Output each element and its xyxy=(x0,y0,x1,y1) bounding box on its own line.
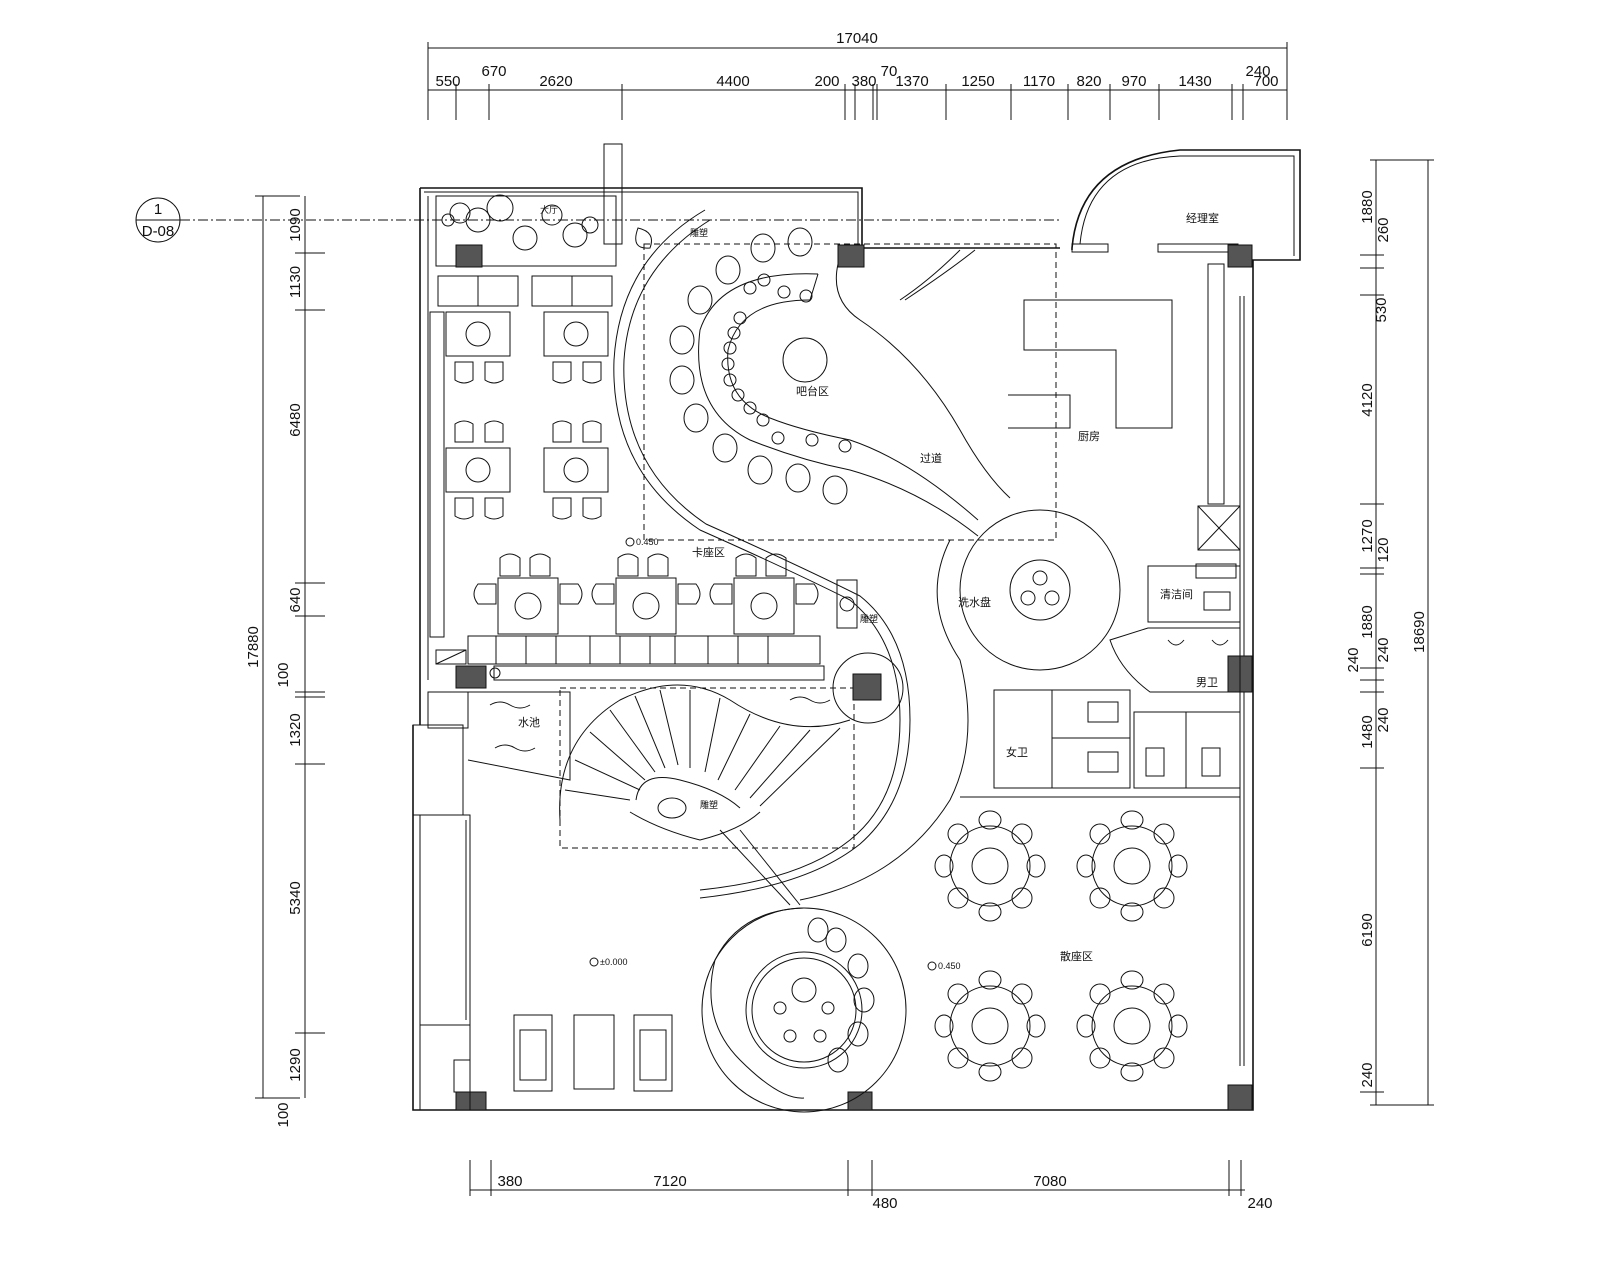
card-area-label: 卡座区 xyxy=(692,545,725,559)
male-wc-label: 男卫 xyxy=(1196,676,1218,689)
right-dimension-chain: 18690 1880 260 530 4120 1270 120 1880 24… xyxy=(1345,159,1434,1106)
office-label: 经理室 xyxy=(1186,211,1219,225)
dim-bottom-480: 480 xyxy=(872,1195,897,1212)
dim-top-1250: 1250 xyxy=(961,73,994,90)
dim-top-1430: 1430 xyxy=(1178,73,1211,90)
dim-left-640: 640 xyxy=(287,587,304,612)
upper-labels: 0.450 卡座区 xyxy=(625,537,725,559)
dim-left-1290: 1290 xyxy=(287,1048,304,1081)
dim-bottom-240: 240 xyxy=(1247,1195,1272,1212)
dim-left-total: 17880 xyxy=(245,626,262,668)
elevation-right: 0.450 xyxy=(938,961,961,971)
exterior-walls xyxy=(412,143,1301,1111)
dim-right-4120: 4120 xyxy=(1359,383,1376,416)
dim-right-240b: 240 xyxy=(1345,647,1362,672)
hall-label: 大厅 xyxy=(540,204,558,215)
dim-top-820: 820 xyxy=(1076,73,1101,90)
left-seating-area: 雕塑 xyxy=(429,275,878,681)
top-dimension-chain: 17040 550 670 2620 4400 200 380 70 1370 … xyxy=(427,30,1288,120)
dining-tables: 散座区 0.450 xyxy=(927,796,1240,1082)
bar-counter: 吧台区 过道 雕塑 xyxy=(635,227,1057,541)
bottom-dimension-chain: 380 7120 480 7080 240 xyxy=(469,1160,1273,1212)
restrooms: 清洁间 男卫 女卫 xyxy=(993,563,1241,789)
lounge-area: ±0.000 xyxy=(412,724,673,1111)
dim-right-240c: 240 xyxy=(1375,707,1392,732)
dim-top-4400: 4400 xyxy=(716,73,749,90)
section-marker-sheet: D-08 xyxy=(142,223,175,240)
dim-top-1370: 1370 xyxy=(895,73,928,90)
sink-label: 洗水盘 xyxy=(958,595,991,609)
dim-top-380: 380 xyxy=(851,73,876,90)
dim-top-total: 17040 xyxy=(836,30,878,47)
dim-right-240d: 240 xyxy=(1359,1062,1376,1087)
dim-left-100: 100 xyxy=(275,662,292,687)
sculpture-3-label: 雕塑 xyxy=(700,799,718,810)
dim-left-1320: 1320 xyxy=(287,713,304,746)
section-marker: 1 D-08 xyxy=(135,197,1060,243)
dim-top-700: 700 xyxy=(1253,73,1278,90)
s-curve-aisle xyxy=(613,209,976,901)
dim-right-1880b: 1880 xyxy=(1359,605,1376,638)
pool-label: 水池 xyxy=(518,716,540,729)
dim-right-530: 530 xyxy=(1373,297,1390,322)
dim-right-1880: 1880 xyxy=(1359,190,1376,223)
female-wc-label: 女卫 xyxy=(1006,745,1028,759)
elevation-marker-right: 0.450 xyxy=(927,961,961,971)
cleaning-room-label: 清洁间 xyxy=(1160,588,1193,601)
kitchen-office: 厨房 经理室 xyxy=(1008,211,1241,551)
planter-plants: 大厅 xyxy=(441,194,599,251)
bar-area-label: 吧台区 xyxy=(796,384,829,398)
dim-bottom-7080: 7080 xyxy=(1033,1173,1066,1190)
section-marker-number: 1 xyxy=(154,201,162,218)
dining-area-label: 散座区 xyxy=(1060,949,1093,963)
dim-left-1090: 1090 xyxy=(287,208,304,241)
dim-top-70: 70 xyxy=(881,63,898,80)
dim-top-1170: 1170 xyxy=(1023,73,1055,90)
dim-right-120: 120 xyxy=(1375,537,1392,562)
aisle-label: 过道 xyxy=(920,451,942,465)
kitchen-label: 厨房 xyxy=(1078,430,1100,443)
dim-left-6480: 6480 xyxy=(287,403,304,436)
dim-right-240a: 240 xyxy=(1375,637,1392,662)
dim-left-1130: 1130 xyxy=(287,266,304,298)
dim-top-200: 200 xyxy=(814,73,839,90)
dim-right-6190: 6190 xyxy=(1359,913,1376,946)
dim-top-670: 670 xyxy=(481,63,506,80)
sculpture-2-label: 雕塑 xyxy=(690,227,708,238)
round-booth xyxy=(701,907,907,1113)
dim-left-5340: 5340 xyxy=(287,881,304,914)
dim-right-1480: 1480 xyxy=(1359,715,1376,748)
dim-right-260: 260 xyxy=(1375,217,1392,242)
elevation-marker-left: ±0.000 xyxy=(589,957,627,967)
dim-right-total: 18690 xyxy=(1411,611,1428,653)
structural-columns xyxy=(455,244,1253,1111)
dim-top-2620: 2620 xyxy=(539,73,572,90)
dim-top-970: 970 xyxy=(1121,73,1146,90)
dim-left-100b: 100 xyxy=(275,1102,292,1127)
left-dimension-chain: 17880 1090 1130 6480 640 100 1320 5340 1… xyxy=(245,195,325,1128)
dim-bottom-380: 380 xyxy=(497,1173,522,1190)
wash-basin-room: 洗水盘 xyxy=(958,509,1121,671)
dim-right-1270: 1270 xyxy=(1359,519,1376,552)
dim-bottom-7120: 7120 xyxy=(653,1173,686,1190)
pool-and-stair: 水池 雕塑 xyxy=(427,652,904,906)
dim-top-550: 550 xyxy=(435,73,460,90)
elevation-left: ±0.000 xyxy=(600,957,627,967)
elevation-upper: 0.450 xyxy=(636,537,659,547)
dim-top-240: 240 xyxy=(1245,63,1270,80)
